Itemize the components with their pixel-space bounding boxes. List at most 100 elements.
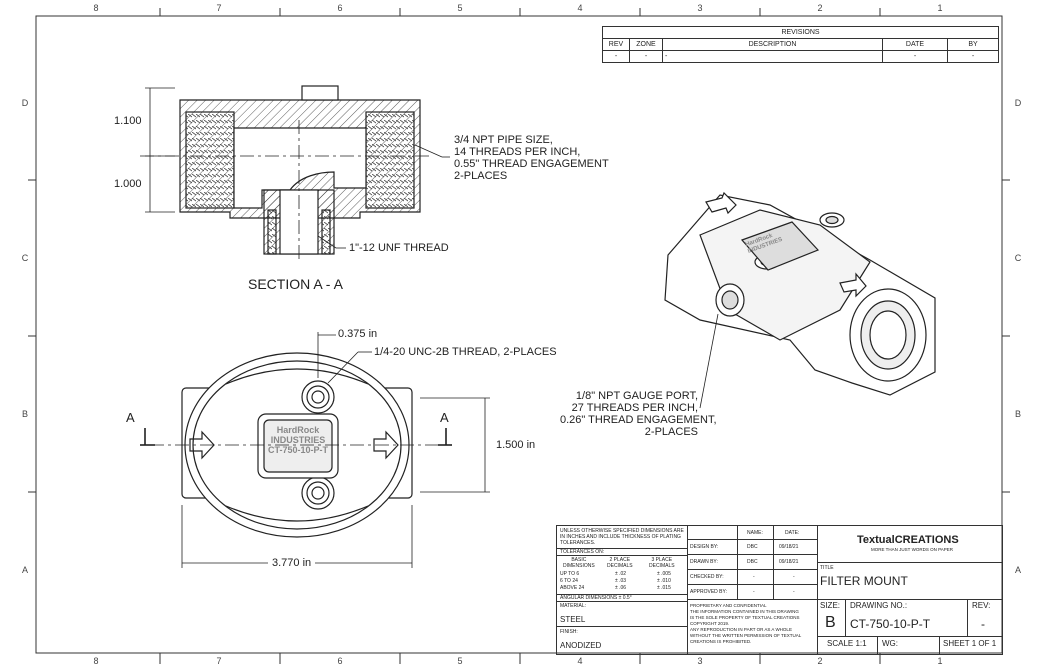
tol-cell: ± .03: [615, 578, 627, 584]
date-label: DATE:: [785, 530, 800, 536]
zone-label: 1: [937, 3, 943, 13]
company-tagline: MORE THAN JUST WORDS ON PAPER: [871, 547, 954, 552]
dim-1000: 1.000: [114, 178, 142, 190]
callout-unf-thread: 1"-12 UNF THREAD: [349, 242, 449, 254]
zone-label: 6: [337, 3, 343, 13]
design-by-date: 09/18/21: [779, 544, 799, 550]
zone-label: 2: [817, 3, 823, 13]
wg-label: WG:: [882, 639, 898, 648]
zone-label: B: [21, 409, 28, 419]
top-view: [140, 352, 452, 538]
revisions-table: REVISIONS REV ZONE DESCRIPTION DATE BY -…: [602, 26, 999, 63]
size-label: SIZE:: [820, 601, 841, 610]
drawing-title: FILTER MOUNT: [820, 574, 908, 588]
rev-header: REV: [602, 38, 630, 51]
finish-value: ANODIZED: [560, 641, 602, 650]
drawn-by-name: DBC: [747, 559, 758, 565]
approved-by-name: -: [753, 589, 755, 595]
callout-gauge-port: 1/8" NPT GAUGE PORT, 27 THREADS PER INCH…: [560, 390, 717, 438]
zone-label: 7: [216, 656, 222, 666]
tol-cell: ± .02: [615, 571, 627, 577]
tol-header: BASIC DIMENSIONS: [563, 557, 595, 569]
tol-cell: 6 TO 24: [560, 578, 578, 584]
angular-tol: ANGULAR DIMENSIONS ± 0.5°: [560, 595, 632, 601]
scale: SCALE 1:1: [827, 639, 867, 648]
approved-by-label: APPROVED BY:: [690, 589, 727, 595]
material-value: STEEL: [560, 615, 586, 624]
section-label: SECTION A - A: [248, 276, 343, 292]
zone-label: 1: [937, 656, 943, 666]
checked-by-date: -: [793, 574, 795, 580]
zone-label: B: [1014, 409, 1021, 419]
rev-header: BY: [947, 38, 999, 51]
nameplate-top: HardRock INDUSTRIES CT-750-10-P-T: [267, 425, 329, 455]
zone-label: 5: [457, 656, 463, 666]
proprietary-note: PROPRIETARY AND CONFIDENTIAL THE INFORMA…: [690, 603, 802, 644]
checked-by-name: -: [753, 574, 755, 580]
rev-cell: -: [629, 50, 663, 63]
dim-3770: 3.770 in: [268, 557, 316, 569]
company-logo: TextualCREATIONS: [857, 534, 959, 546]
section-marker-right: A: [440, 410, 449, 425]
zone-label: 5: [457, 3, 463, 13]
approved-by-date: -: [793, 589, 795, 595]
zone-label: A: [21, 565, 28, 575]
callout-npt-thread: 3/4 NPT PIPE SIZE, 14 THREADS PER INCH, …: [454, 134, 609, 182]
tol-header: 2 PLACE DECIMALS: [607, 557, 633, 569]
rev-label: REV:: [972, 601, 991, 610]
zone-label: 2: [817, 656, 823, 666]
tol-cell: ABOVE 24: [560, 585, 585, 591]
rev-value: -: [981, 617, 985, 631]
rev-cell: -: [947, 50, 999, 63]
rev-header: DESCRIPTION: [662, 38, 883, 51]
material-label: MATERIAL:: [560, 603, 587, 609]
callout-unc-thread: 1/4-20 UNC-2B THREAD, 2-PLACES: [374, 346, 557, 358]
dim-1500: 1.500 in: [496, 439, 536, 451]
tol-cell: ± .015: [657, 585, 671, 591]
dim-1100: 1.100: [114, 115, 142, 127]
design-by-name: DBC: [747, 544, 758, 550]
drawn-by-date: 09/18/21: [779, 559, 799, 565]
name-label: NAME:: [747, 530, 763, 536]
zone-label: 7: [216, 3, 222, 13]
zone-label: 3: [697, 656, 703, 666]
revisions-title: REVISIONS: [602, 26, 999, 39]
rev-header: DATE: [882, 38, 948, 51]
zone-label: A: [1014, 565, 1021, 575]
sheet-border: [35, 15, 1003, 654]
zone-label: 4: [577, 3, 583, 13]
zone-label: C: [21, 253, 29, 263]
zone-label: 8: [93, 656, 99, 666]
iso-leader: [699, 313, 719, 409]
tol-cell: ± .010: [657, 578, 671, 584]
tol-cell: UP TO 6: [560, 571, 580, 577]
zone-label: D: [1014, 98, 1022, 108]
finish-label: FINISH:: [560, 629, 578, 635]
iso-view: [664, 191, 936, 396]
design-by-label: DESIGN BY:: [690, 544, 719, 550]
tolerances-on: TOLERANCES ON:: [560, 549, 605, 555]
zone-label: 4: [577, 656, 583, 666]
drawing-no-value: CT-750-10-P-T: [850, 617, 931, 631]
rev-cell: -: [662, 50, 883, 63]
rev-cell: -: [882, 50, 948, 63]
zone-label: 3: [697, 3, 703, 13]
drawing-no-label: DRAWING NO.:: [850, 601, 908, 610]
rev-cell: -: [602, 50, 630, 63]
zone-label: 8: [93, 3, 99, 13]
zone-label: C: [1014, 253, 1022, 263]
section-view: [140, 85, 430, 260]
tol-cell: ± .06: [615, 585, 627, 591]
dim-0375: 0.375 in: [338, 328, 378, 340]
rev-header: ZONE: [629, 38, 663, 51]
tol-header: 3 PLACE DECIMALS: [649, 557, 675, 569]
drawn-by-label: DRAWN BY:: [690, 559, 718, 565]
sheet-count: SHEET 1 OF 1: [943, 639, 997, 648]
section-marker-left: A: [126, 410, 135, 425]
zone-label: D: [21, 98, 29, 108]
section-dims: [145, 87, 450, 249]
title-label: TITLE: [820, 565, 834, 571]
checked-by-label: CHECKED BY:: [690, 574, 724, 580]
